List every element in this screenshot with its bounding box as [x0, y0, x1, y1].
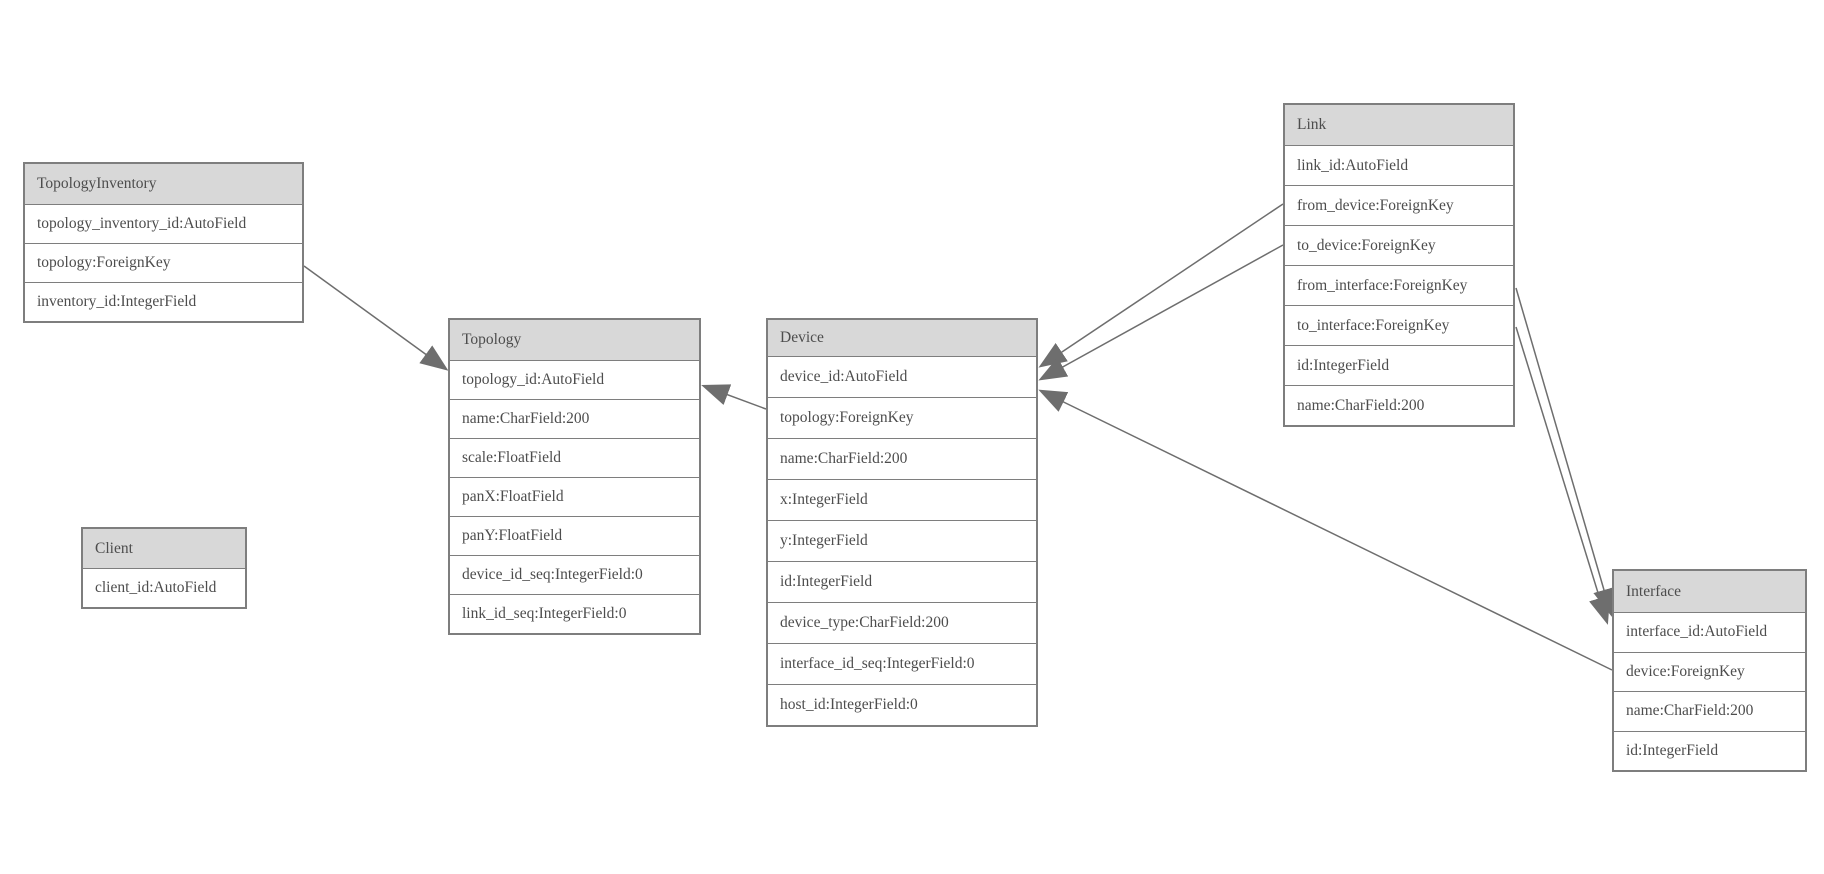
entity-field-interface_id: interface_id:AutoField [1614, 612, 1805, 652]
connection-link-to_device-to-device [1038, 244, 1284, 381]
connection-link-from_interface-to-interface [1515, 287, 1615, 617]
entity-field-link_id_seq: link_id_seq:IntegerField:0 [450, 594, 699, 633]
entity-title: Interface [1614, 571, 1805, 612]
entity-field-device_id_seq: device_id_seq:IntegerField:0 [450, 555, 699, 594]
entity-field-name: name:CharField:200 [450, 399, 699, 438]
entity-field-topology_id: topology_id:AutoField [450, 360, 699, 399]
entity-field-client_id: client_id:AutoField [83, 568, 245, 607]
entity-field-scale: scale:FloatField [450, 438, 699, 477]
entity-field-panY: panY:FloatField [450, 516, 699, 555]
connection-link-to_interface-to-interface [1515, 326, 1611, 625]
entity-title: Topology [450, 320, 699, 360]
entity-field-id: id:IntegerField [768, 561, 1036, 602]
entity-field-y: y:IntegerField [768, 520, 1036, 561]
entity-field-from_interface: from_interface:ForeignKey [1285, 265, 1513, 305]
connection-interface-device-to-device [1038, 389, 1613, 671]
connection-device-topology-to-topology [701, 384, 767, 410]
entity-field-id: id:IntegerField [1614, 730, 1805, 770]
connection-link-from_device-to-device [1038, 203, 1284, 368]
entity-title: TopologyInventory [25, 164, 302, 204]
entity-field-to_device: to_device:ForeignKey [1285, 225, 1513, 265]
entity-field-name: name:CharField:200 [1285, 385, 1513, 425]
entity-field-interface_id_seq: interface_id_seq:IntegerField:0 [768, 643, 1036, 684]
entity-field-link_id: link_id:AutoField [1285, 145, 1513, 185]
entity-field-device_type: device_type:CharField:200 [768, 602, 1036, 643]
entity-title: Client [83, 529, 245, 568]
entity-field-topology: topology:ForeignKey [768, 397, 1036, 438]
entity-title: Link [1285, 105, 1513, 145]
entity-field-to_interface: to_interface:ForeignKey [1285, 305, 1513, 345]
entity-field-name: name:CharField:200 [1614, 691, 1805, 731]
entity-field-from_device: from_device:ForeignKey [1285, 185, 1513, 225]
entity-field-host_id: host_id:IntegerField:0 [768, 684, 1036, 725]
entity-field-id: id:IntegerField [1285, 345, 1513, 385]
entity-title: Device [768, 320, 1036, 356]
entity-field-topology_inventory_id: topology_inventory_id:AutoField [25, 204, 302, 243]
entity-field-device: device:ForeignKey [1614, 651, 1805, 691]
entity-field-name: name:CharField:200 [768, 438, 1036, 479]
entity-field-inventory_id: inventory_id:IntegerField [25, 282, 302, 321]
entity-field-x: x:IntegerField [768, 479, 1036, 520]
entity-field-panX: panX:FloatField [450, 477, 699, 516]
entity-field-topology: topology:ForeignKey [25, 243, 302, 282]
entity-field-device_id: device_id:AutoField [768, 356, 1036, 397]
connection-topologyinventory-topology-to-topology [303, 265, 449, 371]
